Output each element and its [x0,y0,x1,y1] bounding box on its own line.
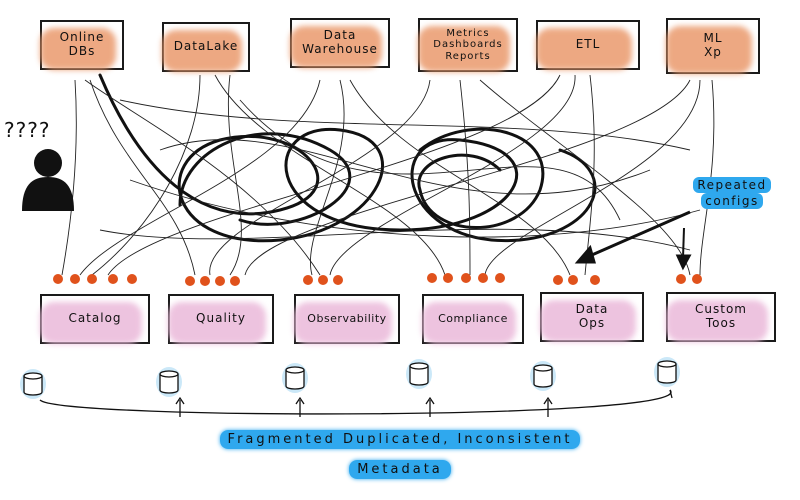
tool-compliance-label: Compliance [438,311,508,325]
tool-data-ops: Data Ops [540,292,644,342]
person-icon [22,149,74,211]
tool-custom-tools: Custom Toos [666,292,776,342]
database-icon [20,369,46,399]
source-online-dbs-label: Online DBs [59,30,105,58]
source-etl-label: ETL [575,37,601,52]
question-marks: ???? [4,118,51,142]
source-ml-xp: ML Xp [666,18,760,74]
repeated-configs-callout: Repeated configs [672,177,792,209]
tool-compliance: Compliance [422,294,524,344]
tool-catalog: Catalog [40,294,150,344]
database-icon [530,361,556,391]
source-data-warehouse: Data Warehouse [290,18,390,68]
source-datalake: DataLake [162,22,250,72]
tool-catalog-label: Catalog [68,311,122,326]
tool-quality-label: Quality [196,311,246,326]
tool-observability: Observability [294,294,400,344]
database-icon [406,359,432,389]
tool-custom-tools-label: Custom Toos [695,302,747,330]
connector-dots [53,273,702,286]
callout-line1: Repeated [693,177,771,193]
source-online-dbs: Online DBs [40,20,124,70]
caption-line1: Fragmented Duplicated, Inconsistent [219,430,581,449]
source-data-warehouse-label: Data Warehouse [302,28,378,56]
tool-observability-label: Observability [307,311,387,325]
caption: Fragmented Duplicated, Inconsistent [120,430,680,449]
tool-quality: Quality [168,294,274,344]
database-icon [654,357,680,387]
source-metrics-label: Metrics Dashboards Reports [433,27,503,62]
database-icon [282,363,308,393]
callout-line2: configs [701,192,763,209]
database-icon [156,367,182,397]
source-metrics-dashboards-reports: Metrics Dashboards Reports [418,18,518,72]
source-ml-xp-label: ML Xp [703,31,723,59]
bottom-bracket [39,389,673,417]
tangle-thick [98,73,597,243]
callout-arrows [574,210,692,271]
source-etl: ETL [536,20,640,70]
caption-line2: Metadata [349,460,451,479]
tool-data-ops-label: Data Ops [575,302,609,330]
source-datalake-label: DataLake [173,39,239,54]
caption-metadata: Metadata [300,460,500,479]
